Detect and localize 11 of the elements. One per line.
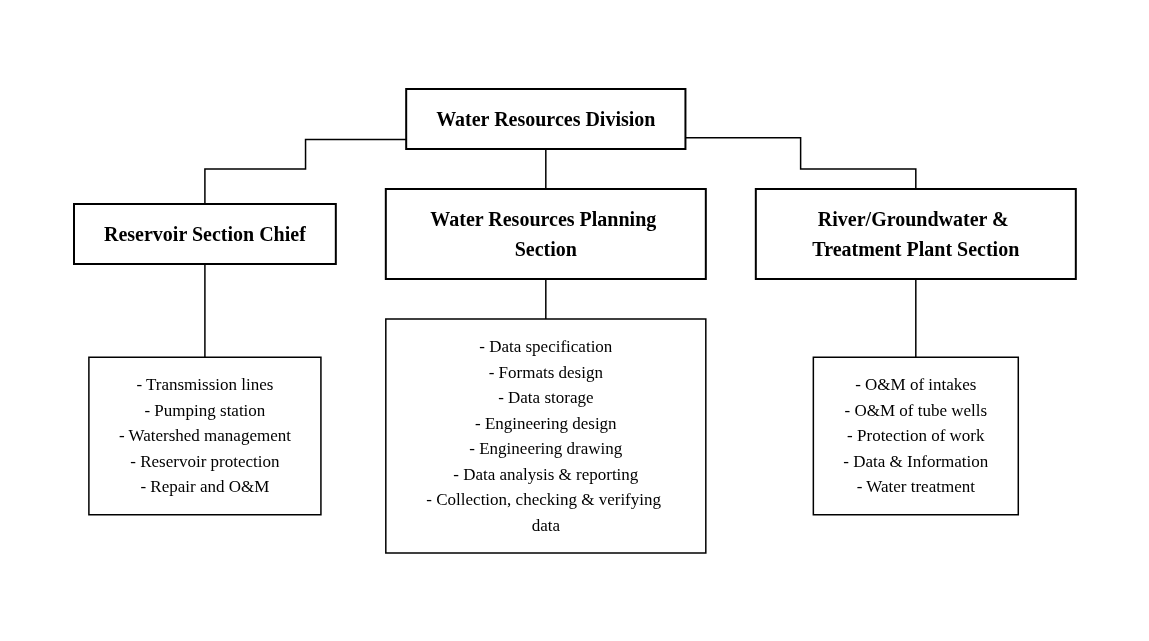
node-box: Reservoir Section Chief (72, 202, 337, 265)
connector (914, 277, 917, 358)
connector (203, 262, 206, 358)
node-box: - Data specification - Formats design - Data storage - Engineering design - Engineering drawing - Data analysis & reporting - Collection, checking & verifying data (384, 317, 707, 554)
node-box: - Transmission lines - Pumping station - Watershed management - Reservoir protection - Repair and O&M (87, 356, 322, 515)
node-box: Water Resources Planning Section (384, 187, 707, 280)
node-box: - O&M of intakes - O&M of tube wells - Protection of work - Data & Information - Water treatment (812, 356, 1019, 515)
node-box: Water Resources Division (404, 87, 687, 150)
node-box: River/Groundwater & Treatment Plant Section (754, 187, 1077, 280)
connector (544, 147, 547, 190)
connector (544, 277, 547, 320)
